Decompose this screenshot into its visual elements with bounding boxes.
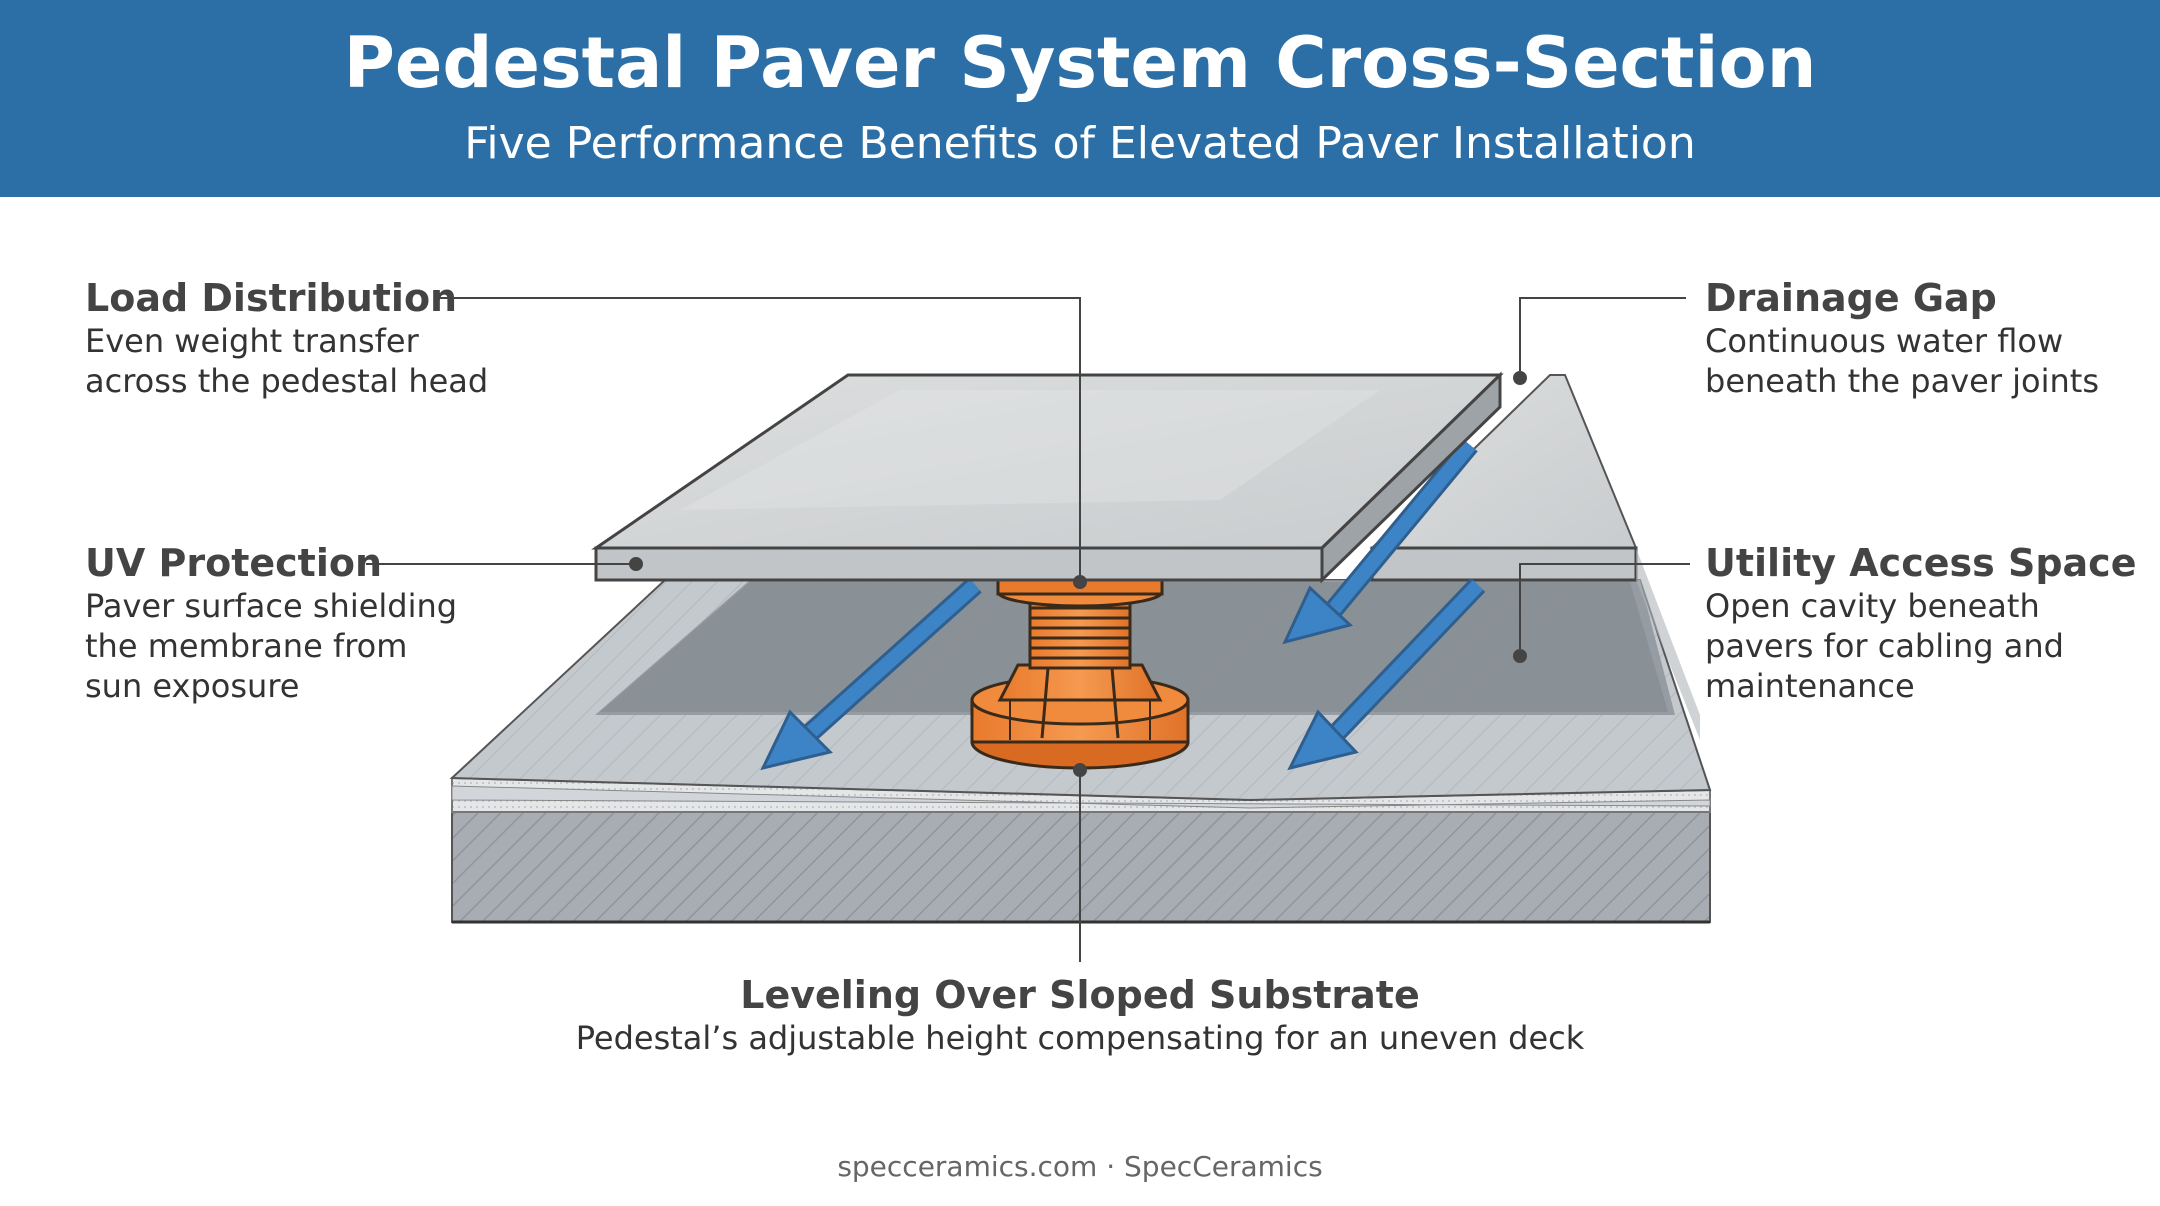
callout-line: Pedestal’s adjustable height compensatin… bbox=[575, 1019, 1585, 1057]
callout-description: Even weight transfer across the pedestal… bbox=[85, 321, 488, 401]
callout-drainage-gap: Drainage Gap Continuous water flow benea… bbox=[1705, 275, 2099, 401]
callout-title: Load Distribution bbox=[85, 276, 458, 320]
callout-description: Pedestal’s adjustable height compensatin… bbox=[480, 1018, 1680, 1058]
callout-load-distribution: Load Distribution Even weight transfer a… bbox=[85, 275, 488, 401]
callout-leveling: Leveling Over Sloped Substrate Pedestal’… bbox=[480, 972, 1680, 1058]
callout-line: Paver surface shielding bbox=[85, 587, 458, 625]
callout-description: Open cavity beneath pavers for cabling a… bbox=[1705, 586, 2136, 706]
callout-line: maintenance bbox=[1705, 667, 1915, 705]
callout-line: Even weight transfer bbox=[85, 322, 419, 360]
callout-title: Utility Access Space bbox=[1705, 541, 2137, 585]
adjustable-pedestal bbox=[970, 576, 1190, 770]
callout-title: UV Protection bbox=[85, 541, 383, 585]
leader-line-utility bbox=[1519, 563, 1690, 656]
drainage-arrow bbox=[760, 577, 982, 771]
callout-description: Continuous water flow beneath the paver … bbox=[1705, 321, 2099, 401]
callout-line: beneath the paver joints bbox=[1705, 362, 2099, 400]
header-banner: Pedestal Paver System Cross-Section Five… bbox=[0, 0, 2160, 197]
leader-line-drainage bbox=[1519, 297, 1686, 378]
drainage-arrows bbox=[760, 438, 1486, 771]
page-title: Pedestal Paver System Cross-Section bbox=[343, 22, 1817, 104]
callout-title: Drainage Gap bbox=[1705, 276, 1997, 320]
page-subtitle: Five Performance Benefits of Elevated Pa… bbox=[464, 118, 1696, 169]
callout-line: the membrane from bbox=[85, 627, 408, 665]
drainage-arrow bbox=[1282, 438, 1478, 645]
callout-line: Continuous water flow bbox=[1705, 322, 2064, 360]
callout-line: across the pedestal head bbox=[85, 362, 489, 400]
footer-credit: specceramics.com · SpecCeramics bbox=[837, 1150, 1323, 1183]
callout-line: pavers for cabling and bbox=[1705, 627, 2064, 665]
callout-title: Leveling Over Sloped Substrate bbox=[740, 973, 1420, 1017]
leader-line-load bbox=[438, 297, 1081, 582]
callout-description: Paver surface shielding the membrane fro… bbox=[85, 586, 457, 706]
main-paver bbox=[591, 371, 1504, 584]
callout-uv-protection: UV Protection Paver surface shielding th… bbox=[85, 540, 457, 706]
drainage-arrow bbox=[1287, 578, 1486, 771]
callout-utility-access-space: Utility Access Space Open cavity beneath… bbox=[1705, 540, 2136, 706]
callout-line: sun exposure bbox=[85, 667, 300, 705]
callout-line: Open cavity beneath bbox=[1705, 587, 2040, 625]
leader-lines bbox=[366, 297, 1690, 962]
